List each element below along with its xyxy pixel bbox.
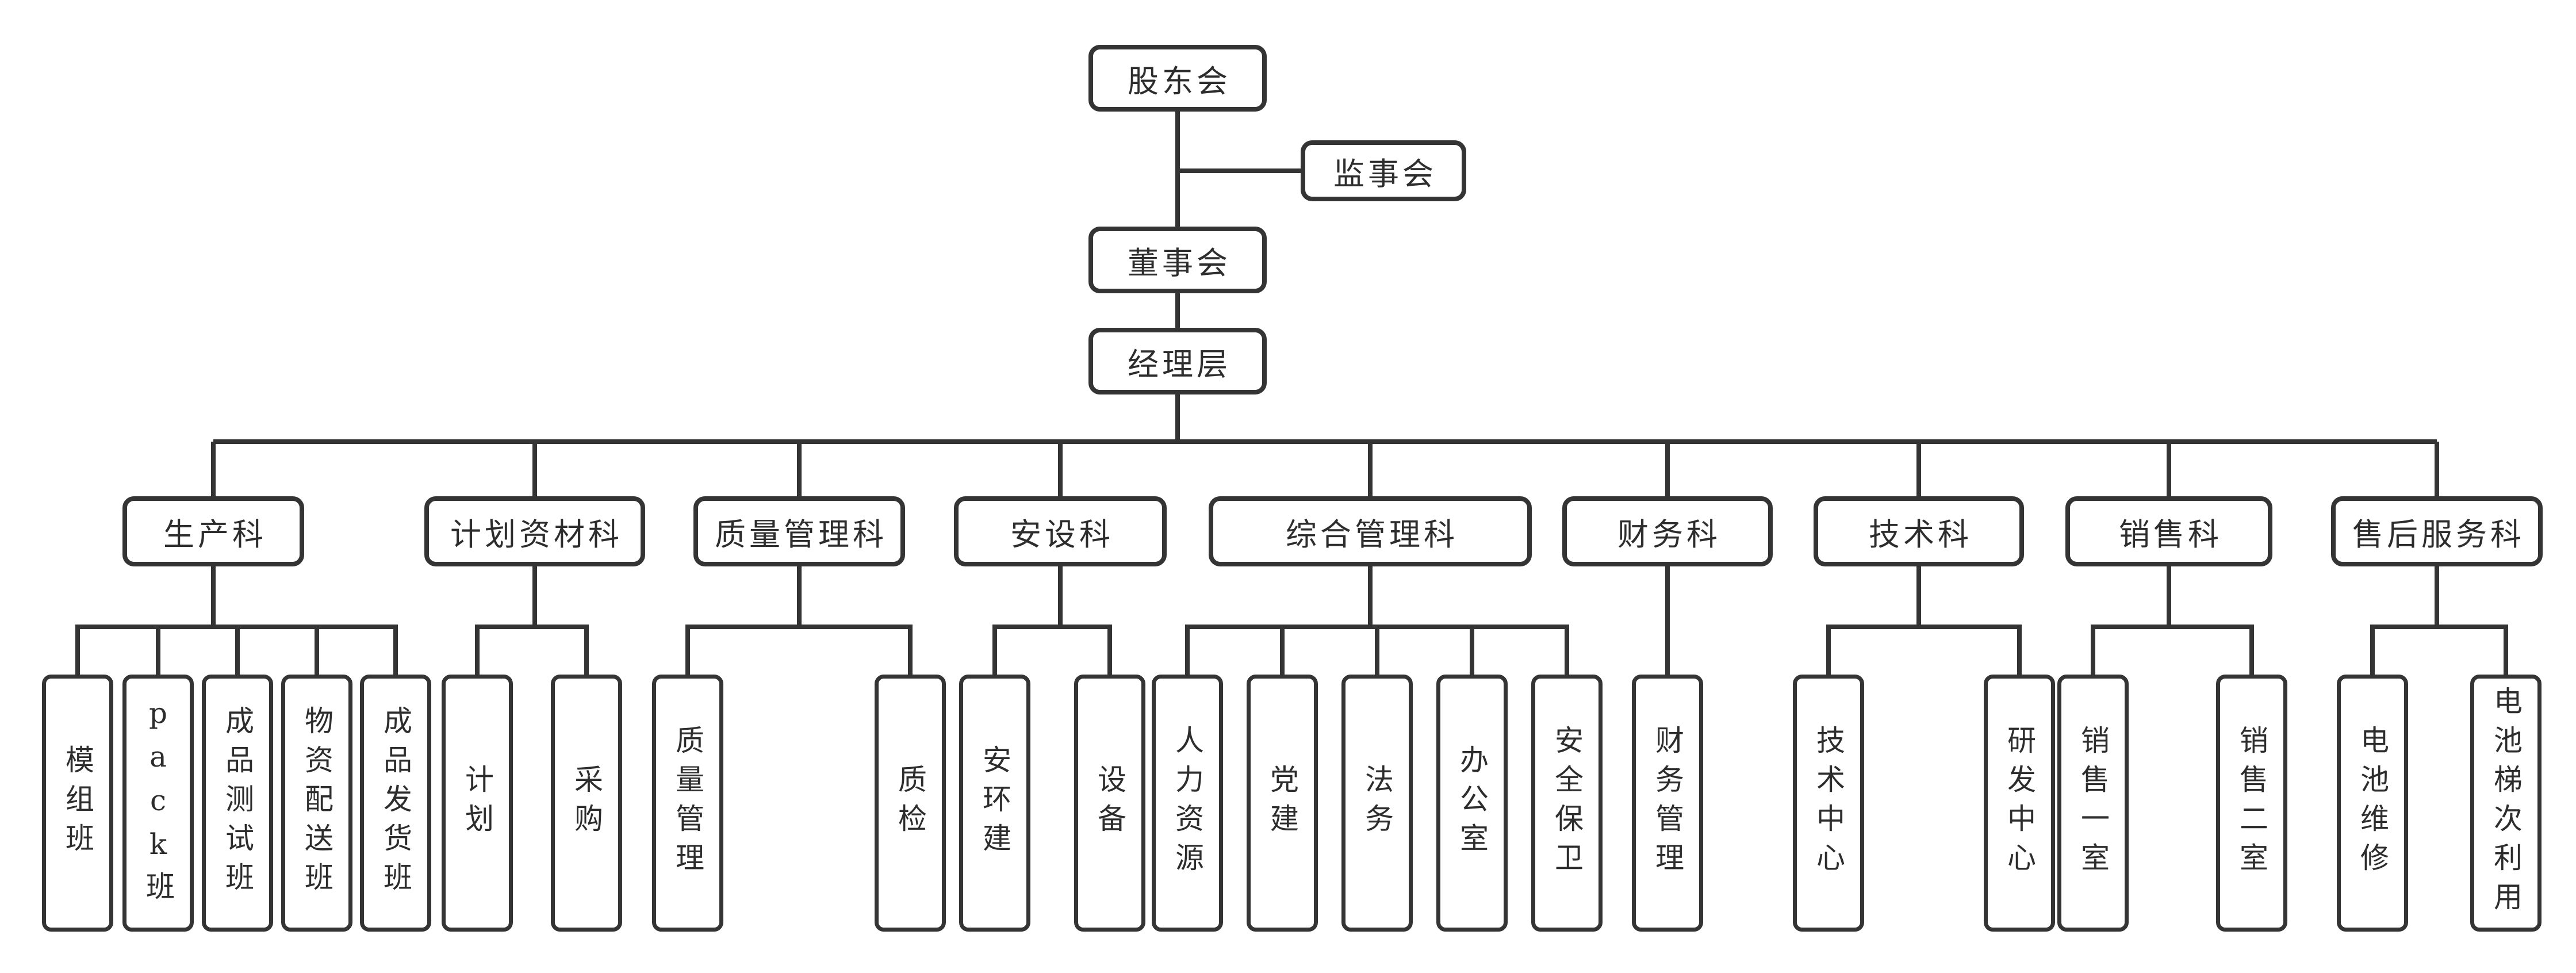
node-battery-repair: 电池维修 [2337, 675, 2408, 932]
node-material-distribution-team: 物资配送班 [281, 675, 352, 932]
node-dept-general-management: 综合管理科 [1209, 496, 1532, 566]
node-legal-affairs: 法务 [1341, 675, 1413, 932]
node-human-resources: 人力资源 [1152, 675, 1223, 932]
node-pack-team: pack班 [122, 675, 194, 932]
node-dept-quality-management: 质量管理科 [693, 496, 905, 566]
node-quality-inspection: 质检 [875, 675, 946, 932]
node-shareholders-meeting: 股东会 [1088, 45, 1267, 112]
node-dept-safety-equipment: 安设科 [954, 496, 1167, 566]
node-dept-planning-materials: 计划资材科 [424, 496, 645, 566]
node-dept-finance: 财务科 [1562, 496, 1773, 566]
node-dept-sales: 销售科 [2065, 496, 2272, 566]
node-board-of-directors: 董事会 [1088, 227, 1267, 293]
node-finished-product-testing-team: 成品测试班 [202, 675, 273, 932]
node-dept-production: 生产科 [122, 496, 304, 566]
node-dept-after-sales: 售后服务科 [2331, 496, 2543, 566]
node-dept-technology: 技术科 [1814, 496, 2024, 566]
node-sales-office-1: 销售一室 [2057, 675, 2129, 932]
node-procurement: 采购 [551, 675, 622, 932]
node-quality-management: 质量管理 [652, 675, 723, 932]
node-equipment: 设备 [1074, 675, 1145, 932]
node-safety-env-construction: 安环建 [959, 675, 1030, 932]
node-finished-product-shipping-team: 成品发货班 [360, 675, 431, 932]
node-planning: 计划 [442, 675, 513, 932]
node-technology-center: 技术中心 [1793, 675, 1864, 932]
node-sales-office-2: 销售二室 [2216, 675, 2287, 932]
node-rd-center: 研发中心 [1984, 675, 2055, 932]
node-party-building: 党建 [1247, 675, 1318, 932]
node-battery-cascade-utilization: 电池梯次利用 [2470, 675, 2542, 932]
node-financial-management: 财务管理 [1632, 675, 1703, 932]
node-module-team: 模组班 [42, 675, 113, 932]
node-office: 办公室 [1436, 675, 1508, 932]
node-management-layer: 经理层 [1088, 328, 1267, 394]
node-supervisory-board: 监事会 [1301, 140, 1466, 201]
node-security: 安全保卫 [1531, 675, 1603, 932]
